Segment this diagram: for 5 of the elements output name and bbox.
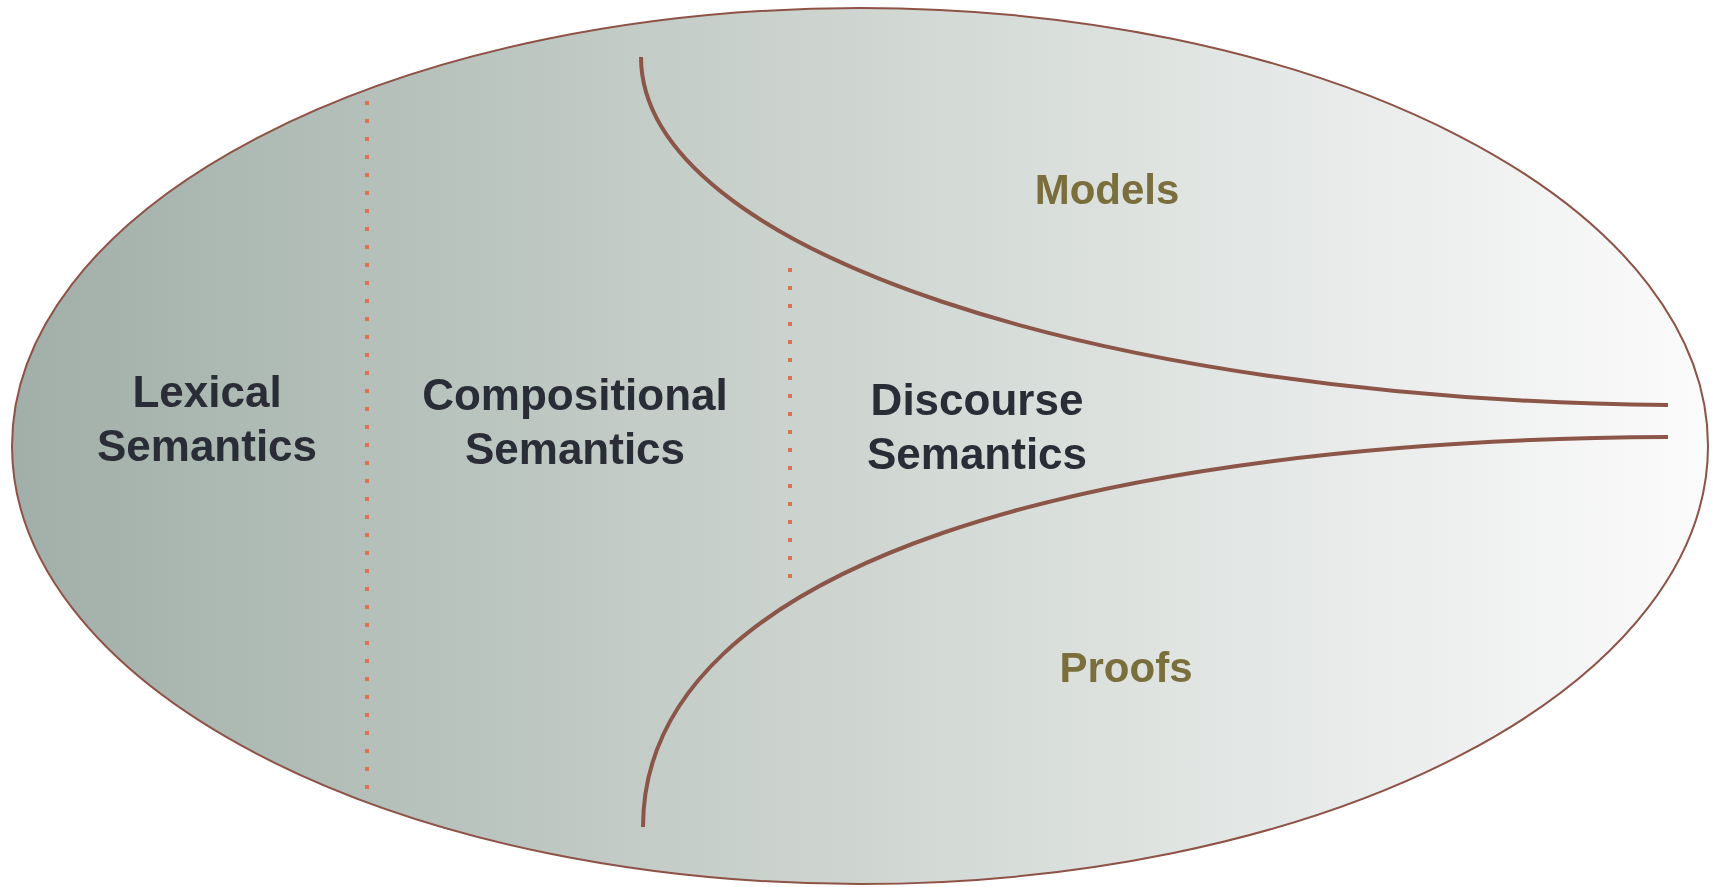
region-label: Proofs [1058, 643, 1194, 693]
region-label: Models [1033, 165, 1181, 215]
section-label: Compositional Semantics [421, 369, 729, 475]
section-label: Lexical Semantics [95, 366, 319, 472]
section-label: Discourse Semantics [865, 374, 1089, 480]
